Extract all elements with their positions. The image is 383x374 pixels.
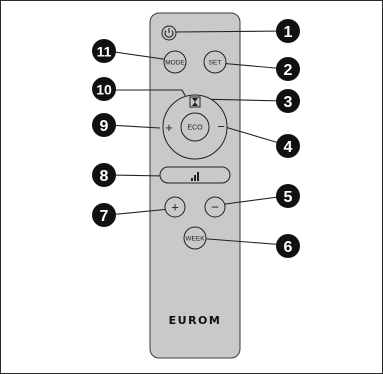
eco-button-label: ECO xyxy=(187,125,203,132)
power-button[interactable] xyxy=(161,25,177,41)
minus-button[interactable]: − xyxy=(204,196,226,218)
callout-number: 8 xyxy=(100,168,109,185)
brand-logo: EUROM xyxy=(169,314,222,327)
callout-number: 2 xyxy=(284,62,293,79)
mode-button-label: MODE xyxy=(165,60,185,67)
leader-line-2 xyxy=(218,62,287,70)
callout-number: 5 xyxy=(284,189,293,206)
signal-bars-icon xyxy=(191,172,199,181)
set-button[interactable]: SET xyxy=(203,50,227,74)
callout-number: 4 xyxy=(284,139,293,156)
leader-line-9 xyxy=(107,124,161,129)
callout-number: 1 xyxy=(284,24,293,41)
week-button-label: WEEK xyxy=(185,236,205,243)
leader-line-6 xyxy=(194,237,287,246)
leader-line-1 xyxy=(173,30,287,33)
timer-button[interactable] xyxy=(189,96,201,108)
callout-number: 10 xyxy=(96,82,112,98)
leader-lines xyxy=(107,30,287,246)
level-button[interactable] xyxy=(159,166,231,184)
leader-line-7 xyxy=(107,208,171,216)
eco-button[interactable]: ECO xyxy=(180,112,210,142)
power-icon xyxy=(164,28,174,38)
leader-line-4 xyxy=(224,126,287,146)
callout-2: 2 xyxy=(276,57,300,81)
plus-button[interactable]: + xyxy=(164,196,186,218)
mode-button[interactable]: MODE xyxy=(163,50,187,74)
callout-number: 3 xyxy=(284,94,293,111)
callout-6: 6 xyxy=(276,234,300,258)
leader-line-8 xyxy=(107,174,166,177)
set-button-label: SET xyxy=(209,60,222,67)
callout-number: 9 xyxy=(100,118,109,135)
callout-9: 9 xyxy=(92,113,116,137)
ring-minus-button[interactable]: − xyxy=(217,119,225,134)
callout-4: 4 xyxy=(276,134,300,158)
callout-1: 1 xyxy=(276,19,300,43)
leader-line-5 xyxy=(217,195,287,206)
callout-5: 5 xyxy=(276,184,300,208)
callout-number: 6 xyxy=(284,239,293,256)
remote-body xyxy=(149,12,241,359)
callout-3: 3 xyxy=(276,89,300,113)
callout-number: 11 xyxy=(97,44,112,60)
minus-button-label: − xyxy=(211,200,219,215)
ring-plus-button[interactable]: + xyxy=(165,120,173,135)
week-button[interactable]: WEEK xyxy=(183,226,207,250)
callout-11: 11 xyxy=(92,39,116,63)
plus-button-label: + xyxy=(171,200,179,215)
leader-line-11 xyxy=(107,50,171,61)
callout-number: 7 xyxy=(100,208,109,225)
callout-7: 7 xyxy=(92,203,116,227)
hourglass-icon xyxy=(189,96,201,108)
callout-10: 10 xyxy=(92,77,116,101)
callout-8: 8 xyxy=(92,163,116,187)
